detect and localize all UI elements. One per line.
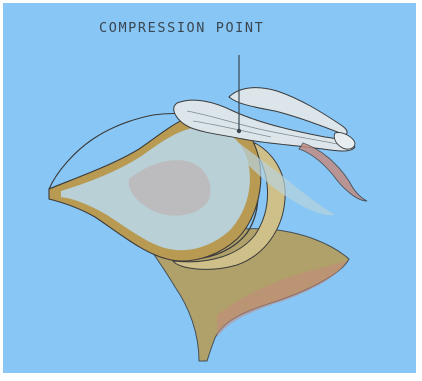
joint-illustration (3, 3, 416, 373)
illustration-panel: COMPRESSION POINT (3, 3, 416, 373)
tendon-insertion (299, 143, 367, 201)
compression-point-dot (237, 129, 241, 133)
compression-point-label: COMPRESSION POINT (99, 20, 264, 36)
